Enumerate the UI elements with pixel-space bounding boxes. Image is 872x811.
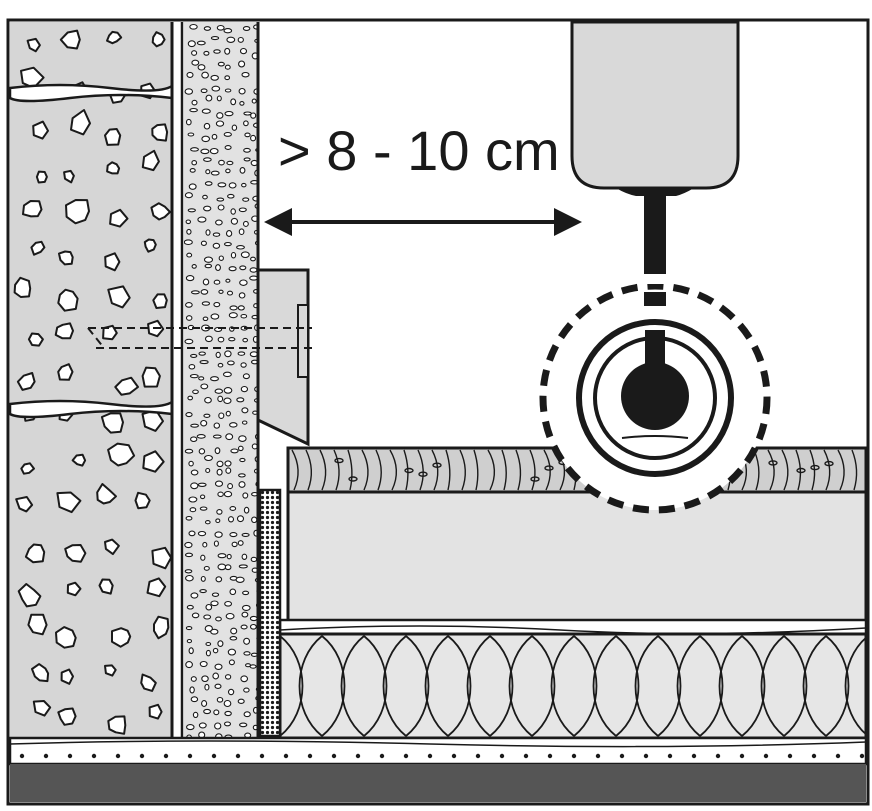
drill-bit — [644, 194, 666, 274]
hidden-anchor-dashed — [87, 327, 312, 349]
plaster-layer — [184, 22, 260, 740]
concrete-block-wall — [8, 22, 174, 740]
wall-outlet-box — [256, 268, 310, 447]
insulation-layer — [278, 632, 868, 740]
distance-label: > 8 - 10 cm — [278, 119, 560, 182]
edge-insulation-strip — [258, 488, 282, 738]
drill-hole-marker — [539, 276, 771, 514]
screed-layer — [278, 490, 868, 636]
drill-body — [570, 20, 740, 196]
base-slab — [8, 736, 868, 802]
distance-arrow — [264, 208, 582, 236]
